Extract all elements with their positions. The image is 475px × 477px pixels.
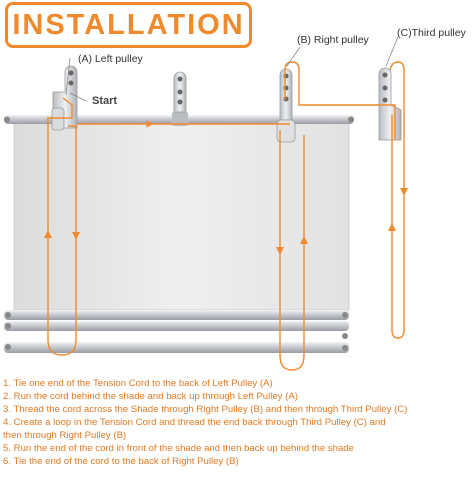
label-start: Start [92, 95, 118, 107]
installation-diagram [4, 36, 408, 371]
label-right-pulley: (B) Right pulley [297, 34, 369, 46]
arrow-down-left [72, 232, 80, 240]
arrow-down-third [400, 188, 408, 196]
tension-cord [47, 61, 405, 371]
arrow-up-right [300, 236, 308, 244]
title-box: INSTALLATION [5, 2, 252, 48]
step-6: 6. Tie the end of the cord to the back o… [3, 456, 239, 467]
bracket-third-pulley [378, 67, 402, 141]
arrow-up-third [388, 223, 396, 231]
arrow-up-left [44, 230, 52, 238]
bottom-rail-3 [4, 342, 349, 353]
page-title: INSTALLATION [12, 8, 245, 41]
label-left-pulley: (A) Left pulley [78, 53, 143, 65]
step-5: 5. Run the end of the cord in front of t… [3, 443, 354, 454]
bracket-middle [173, 71, 187, 113]
step-4: 4. Create a loop in the Tension Cord and… [3, 417, 386, 428]
label-third-pulley: (C)Third pulley [397, 27, 466, 39]
bottom-rail-1 [4, 310, 349, 320]
step-2: 2. Run the cord behind the shade and bac… [3, 391, 298, 402]
label-leaders [65, 36, 399, 102]
step-4-continued: then through Right Pulley (B) [3, 430, 127, 441]
step-1: 1. Tie one end of the Tension Cord to th… [3, 378, 273, 389]
instruction-steps: 1. Tie one end of the Tension Cord to th… [3, 377, 473, 468]
top-rail [4, 112, 354, 126]
shade-panel [13, 119, 350, 311]
bracket-left-pulley [51, 65, 78, 131]
bottom-rail-2 [4, 321, 349, 339]
step-3: 3. Thread the cord across the Shade thro… [3, 404, 408, 415]
cord-arrows [44, 188, 408, 255]
arrow-down-right [276, 247, 284, 255]
bracket-right-pulley [276, 68, 296, 143]
